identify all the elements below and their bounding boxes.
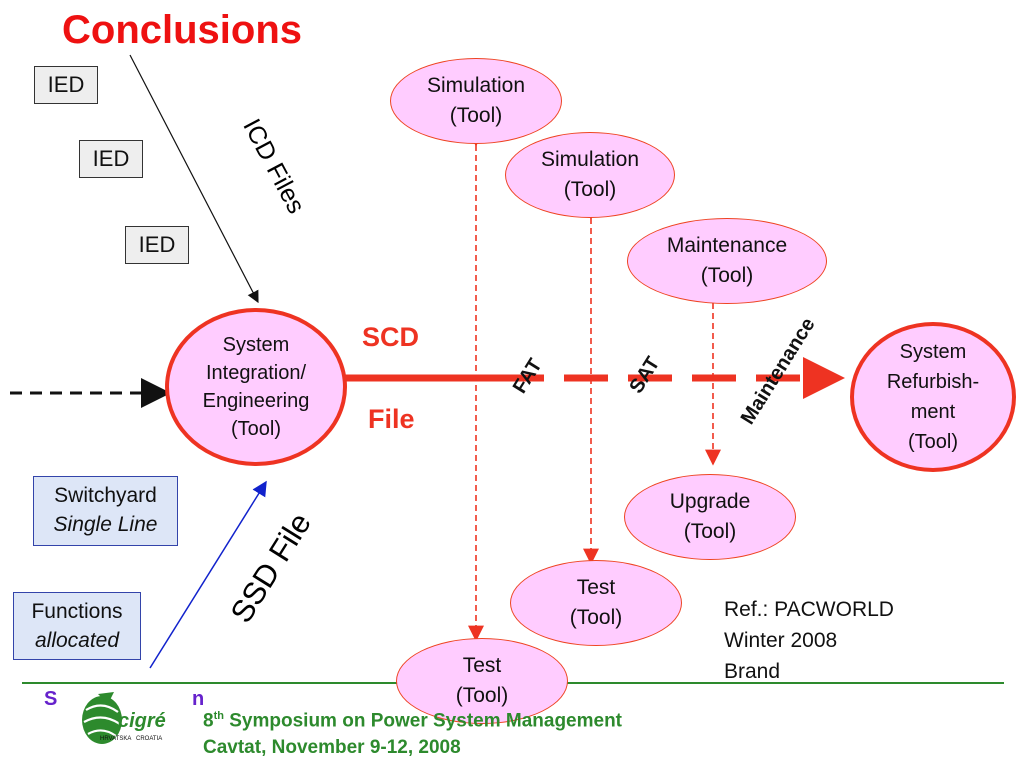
test-node-2: Test (Tool) [510, 560, 682, 646]
cigre-logo: cigré HRVATSKA CROATIA [78, 690, 178, 748]
ied-box-1: IED [34, 66, 98, 104]
test-node-1: Test (Tool) [396, 638, 568, 724]
node-text: Upgrade [669, 490, 751, 513]
functions-allocated-box: Functions allocated [13, 592, 141, 660]
simulation-node-1: Simulation (Tool) [390, 58, 562, 144]
node-text: (Tool) [683, 520, 737, 543]
node-text: Test [462, 654, 502, 677]
node-text: System [222, 334, 290, 356]
simulation-node-2: Simulation (Tool) [505, 132, 675, 218]
node-text: Simulation [426, 74, 526, 97]
footer-ordinal: 8 [203, 710, 214, 732]
maintenance-node: Maintenance (Tool) [627, 218, 827, 304]
footer-line-1: 8th Symposium on Power System Management [203, 710, 622, 732]
functions-text: Functions [31, 600, 123, 623]
reference-text: Ref.: PACWORLD Winter 2008 Brand [724, 594, 894, 687]
node-text: Simulation [540, 148, 640, 171]
reference-line: Winter 2008 [724, 629, 838, 652]
cigre-logo-text: cigré [118, 710, 166, 732]
cigre-globe-icon [82, 692, 122, 744]
node-text: ment [910, 401, 956, 423]
ssd-arrow [149, 480, 267, 669]
switchyard-single-line-box: Switchyard Single Line [33, 476, 178, 546]
node-text: (Tool) [700, 264, 754, 287]
node-text: Integration/ [205, 362, 307, 384]
footer-ordinal-suffix: th [213, 710, 224, 722]
page-title: Conclusions [62, 8, 303, 52]
partial-subtitle-start: S [44, 688, 58, 710]
footer-symposium-text: Symposium on Power System Management [223, 710, 623, 732]
node-text: (Tool) [563, 178, 617, 201]
node-text: (Tool) [449, 104, 503, 127]
allocated-text: allocated [34, 629, 120, 652]
node-text: Engineering [202, 390, 310, 412]
single-line-text: Single Line [53, 513, 158, 536]
node-text: System [899, 341, 967, 363]
footer-line-2: Cavtat, November 9-12, 2008 [203, 737, 461, 758]
file-label: File [368, 404, 415, 434]
partial-subtitle-end: n [192, 688, 205, 710]
switchyard-text: Switchyard [54, 484, 157, 507]
upgrade-node: Upgrade (Tool) [624, 474, 796, 560]
reference-line: Brand [724, 660, 781, 683]
node-text: Maintenance [666, 234, 788, 257]
ied-box-2: IED [79, 140, 143, 178]
cigre-logo-subtext: HRVATSKA CROATIA [100, 736, 163, 742]
node-text: (Tool) [569, 606, 623, 629]
reference-line: Ref.: PACWORLD [724, 598, 894, 621]
node-text: Test [576, 576, 616, 599]
system-integration-node: System Integration/ Engineering (Tool) [165, 308, 347, 466]
node-text: (Tool) [455, 684, 509, 707]
icd-arrow [129, 54, 259, 304]
system-refurbishment-node: System Refurbish- ment (Tool) [850, 322, 1016, 472]
ied-box-3: IED [125, 226, 189, 264]
node-text: (Tool) [230, 418, 281, 440]
node-text: (Tool) [907, 431, 958, 453]
node-text: Refurbish- [886, 371, 980, 393]
scd-label: SCD [362, 322, 420, 352]
